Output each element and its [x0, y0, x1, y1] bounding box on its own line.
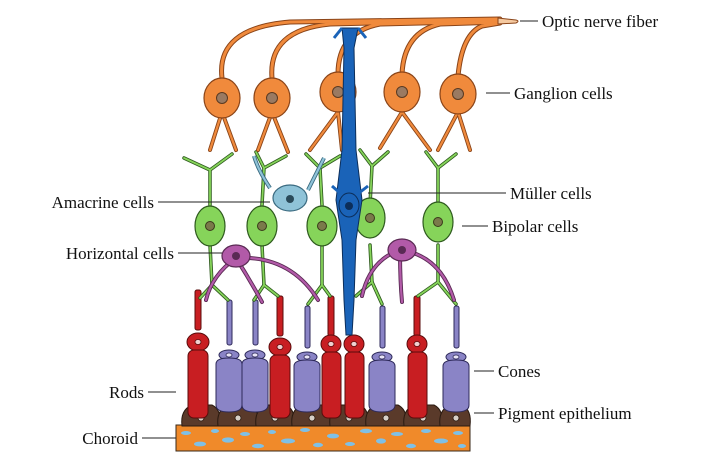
- label-pigment-epithelium: Pigment epithelium: [498, 404, 632, 423]
- label-ganglion-cells: Ganglion cells: [514, 84, 613, 103]
- choroid-layer: [176, 425, 470, 451]
- label-rods: Rods: [109, 383, 144, 402]
- label-muller-cells: Müller cells: [510, 184, 592, 203]
- rod: [407, 296, 427, 418]
- rod: [187, 290, 209, 418]
- ganglion-cells: [204, 18, 518, 152]
- label-horizontal-cells: Horizontal cells: [66, 244, 174, 263]
- label-optic-nerve-fiber: Optic nerve fiber: [542, 12, 658, 31]
- rod: [344, 335, 364, 418]
- label-amacrine-cells: Amacrine cells: [52, 193, 154, 212]
- rod: [269, 296, 291, 418]
- label-cones: Cones: [498, 362, 541, 381]
- label-bipolar-cells: Bipolar cells: [492, 217, 578, 236]
- label-choroid: Choroid: [82, 429, 138, 448]
- horizontal-cells: [206, 239, 454, 302]
- rod: [321, 296, 341, 418]
